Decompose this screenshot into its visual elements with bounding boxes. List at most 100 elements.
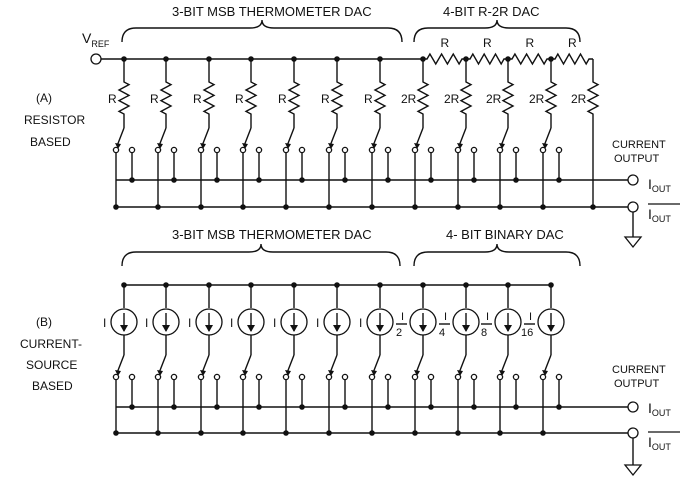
section-a-line2: BASED	[30, 135, 71, 149]
bottom-switch-contact-right	[298, 373, 306, 381]
top-thermo-switch-blade	[329, 127, 338, 147]
top-thermo-switch-arrow	[371, 143, 377, 149]
thermo-resistor-label: R	[108, 92, 117, 106]
bottom-switch-arrow	[200, 370, 206, 376]
top-thermo-switch-blade	[243, 127, 252, 147]
bottom-switch-contact-left	[154, 373, 162, 381]
current-source-arrow-head	[376, 325, 384, 332]
fraction-numerator: I	[444, 311, 447, 323]
top-thermo-switch-contact-left	[239, 146, 247, 154]
top-thermo-switch-blade	[158, 127, 167, 147]
top-thermo-switch-contact-left	[282, 146, 290, 154]
bottom-switch-contact-left	[411, 373, 419, 381]
top-iout-label: IOUT	[648, 176, 671, 194]
bottom-switch-contact-right	[341, 373, 349, 381]
fraction-numerator: I	[486, 311, 489, 323]
top-thermo-switch-contact-left	[368, 146, 376, 154]
top-r2r-switch-contact-right	[512, 146, 520, 154]
top-thermo-switch-arrow	[285, 143, 291, 149]
bottom-iout-bar-label: IOUT	[648, 434, 671, 452]
current-source-label: I	[230, 316, 233, 330]
r2r-shunt-resistor	[459, 78, 473, 118]
current-source-label: I	[316, 316, 319, 330]
top-thermo-switch-contact-left	[112, 146, 120, 154]
top-r2r-switch-contact-left	[454, 146, 462, 154]
current-source-arrow-head	[205, 325, 213, 332]
top-thermo-switch-contact-right	[298, 146, 306, 154]
top-thermo-switch-arrow	[200, 143, 206, 149]
bottom-switch-arrow	[115, 370, 121, 376]
fraction-denominator: 2	[396, 327, 402, 339]
thermo-resistor-label: R	[364, 92, 373, 106]
bottom-switch-contact-left	[282, 373, 290, 381]
r2r-series-label: R	[483, 36, 492, 50]
top-thermo-switch-blade	[201, 127, 210, 147]
bottom-switch-contact-left	[496, 373, 504, 381]
top-r2r-title: 4-BIT R-2R DAC	[443, 4, 540, 19]
bottom-switch-blade	[458, 354, 467, 374]
bottom-current-output-line1: CURRENT	[612, 364, 666, 376]
top-thermo-switch-contact-right	[384, 146, 392, 154]
fraction-denominator: 4	[439, 327, 445, 339]
bottom-switch-contact-right	[213, 373, 221, 381]
thermo-resistor	[202, 78, 216, 118]
top-r2r-switch-contact-right	[470, 146, 478, 154]
top-thermo-switch-contact-right	[255, 146, 263, 154]
top-thermo-switch-contact-right	[341, 146, 349, 154]
top-r2r-switch-blade	[543, 127, 552, 147]
bottom-switch-arrow	[457, 370, 463, 376]
top-thermo-switch-blade	[116, 127, 125, 147]
r2r-shunt-label: 2R	[444, 92, 460, 106]
bottom-switch-blade	[543, 354, 552, 374]
bottom-switch-contact-right	[255, 373, 263, 381]
bottom-switch-arrow	[157, 370, 163, 376]
top-thermometer-title: 3-BIT MSB THERMOMETER DAC	[172, 4, 372, 19]
r2r-series-resistor	[508, 52, 551, 66]
bottom-switch-contact-left	[239, 373, 247, 381]
bottom-switch-contact-right	[555, 373, 563, 381]
section-b-line1: CURRENT-	[20, 337, 82, 351]
top-labels: 3-BIT MSB THERMOMETER DAC 4-BIT R-2R DAC…	[24, 4, 680, 224]
thermo-resistor	[117, 78, 131, 118]
r2r-shunt-resistor	[544, 78, 558, 118]
r2r-series-resistor	[551, 52, 593, 66]
section-b-line3: BASED	[32, 379, 73, 393]
section-b-line2: SOURCE	[26, 358, 77, 372]
r2r-shunt-label: 2R	[401, 92, 417, 106]
top-r2r-switch-blade	[500, 127, 509, 147]
top-thermo-switch-contact-left	[154, 146, 162, 154]
bottom-switch-contact-right	[170, 373, 178, 381]
top-thermo-switch-contact-left	[325, 146, 333, 154]
current-source-arrow-head	[462, 325, 470, 332]
top-r2r-switch-arrow	[457, 143, 463, 149]
top-r2r-switch-contact-right	[555, 146, 563, 154]
bottom-binary-brace	[413, 243, 581, 267]
fraction-numerator: I	[529, 311, 532, 323]
fraction-denominator: 8	[481, 327, 487, 339]
bottom-switch-arrow	[414, 370, 420, 376]
bottom-switch-blade	[286, 354, 295, 374]
current-source-arrow-head	[247, 325, 255, 332]
current-source-arrow-head	[419, 325, 427, 332]
top-thermo-switch-contact-left	[197, 146, 205, 154]
bottom-iout-label: IOUT	[648, 400, 671, 418]
top-iout-terminal	[627, 174, 639, 186]
bottom-switch-contact-right	[470, 373, 478, 381]
bottom-labels: 3-BIT MSB THERMOMETER DAC 4- BIT BINARY …	[20, 227, 680, 452]
fraction-numerator: I	[401, 311, 404, 323]
top-current-output-line1: CURRENT	[612, 139, 666, 151]
fraction-denominator: 16	[521, 327, 533, 339]
vref-terminal	[90, 53, 102, 65]
section-a-letter: (A)	[36, 91, 52, 105]
thermo-resistor	[373, 78, 387, 118]
r2r-series-label: R	[526, 36, 535, 50]
thermo-resistor-label: R	[321, 92, 330, 106]
top-r2r-brace	[413, 19, 581, 43]
top-iout-bar-label: IOUT	[648, 206, 671, 224]
bottom-switch-contact-right	[427, 373, 435, 381]
bottom-thermometer-brace	[121, 243, 401, 267]
r2r-shunt-label: 2R	[486, 92, 502, 106]
top-thermo-switch-arrow	[242, 143, 248, 149]
